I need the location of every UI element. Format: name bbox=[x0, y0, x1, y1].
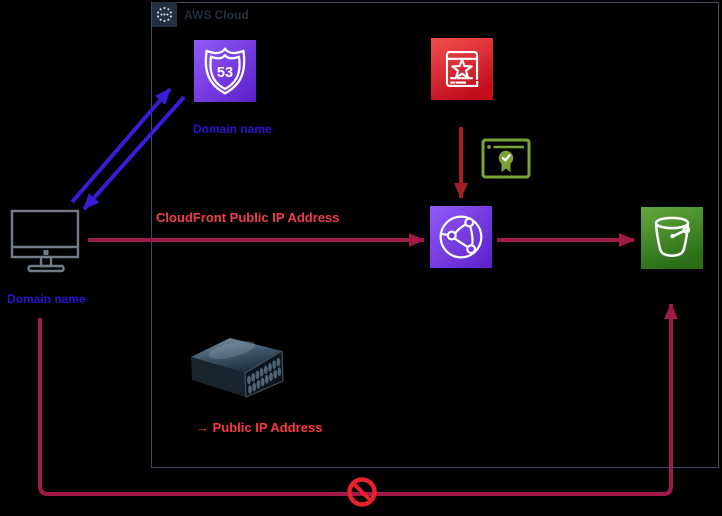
cloudfront-request-label: CloudFront Public IP Address bbox=[156, 210, 340, 225]
user-computer-icon bbox=[10, 209, 82, 273]
cloudfront-icon bbox=[430, 206, 492, 268]
route53-caption: Domain name bbox=[193, 122, 272, 136]
web-application-icon bbox=[431, 38, 493, 100]
server-caption: → Public IP Address bbox=[196, 420, 323, 435]
route53-badge: 53 bbox=[217, 65, 233, 81]
route53-icon: 53 bbox=[194, 40, 256, 102]
aws-cloud-header: AWS Cloud bbox=[152, 2, 249, 27]
no-entry-icon bbox=[347, 477, 377, 507]
ssl-certificate-icon bbox=[481, 138, 531, 179]
client-caption: Domain name bbox=[7, 292, 86, 306]
aws-cloud-icon bbox=[152, 2, 177, 27]
origin-server-icon bbox=[188, 334, 284, 398]
aws-cloud-label: AWS Cloud bbox=[184, 7, 249, 22]
s3-bucket-icon bbox=[641, 207, 703, 269]
